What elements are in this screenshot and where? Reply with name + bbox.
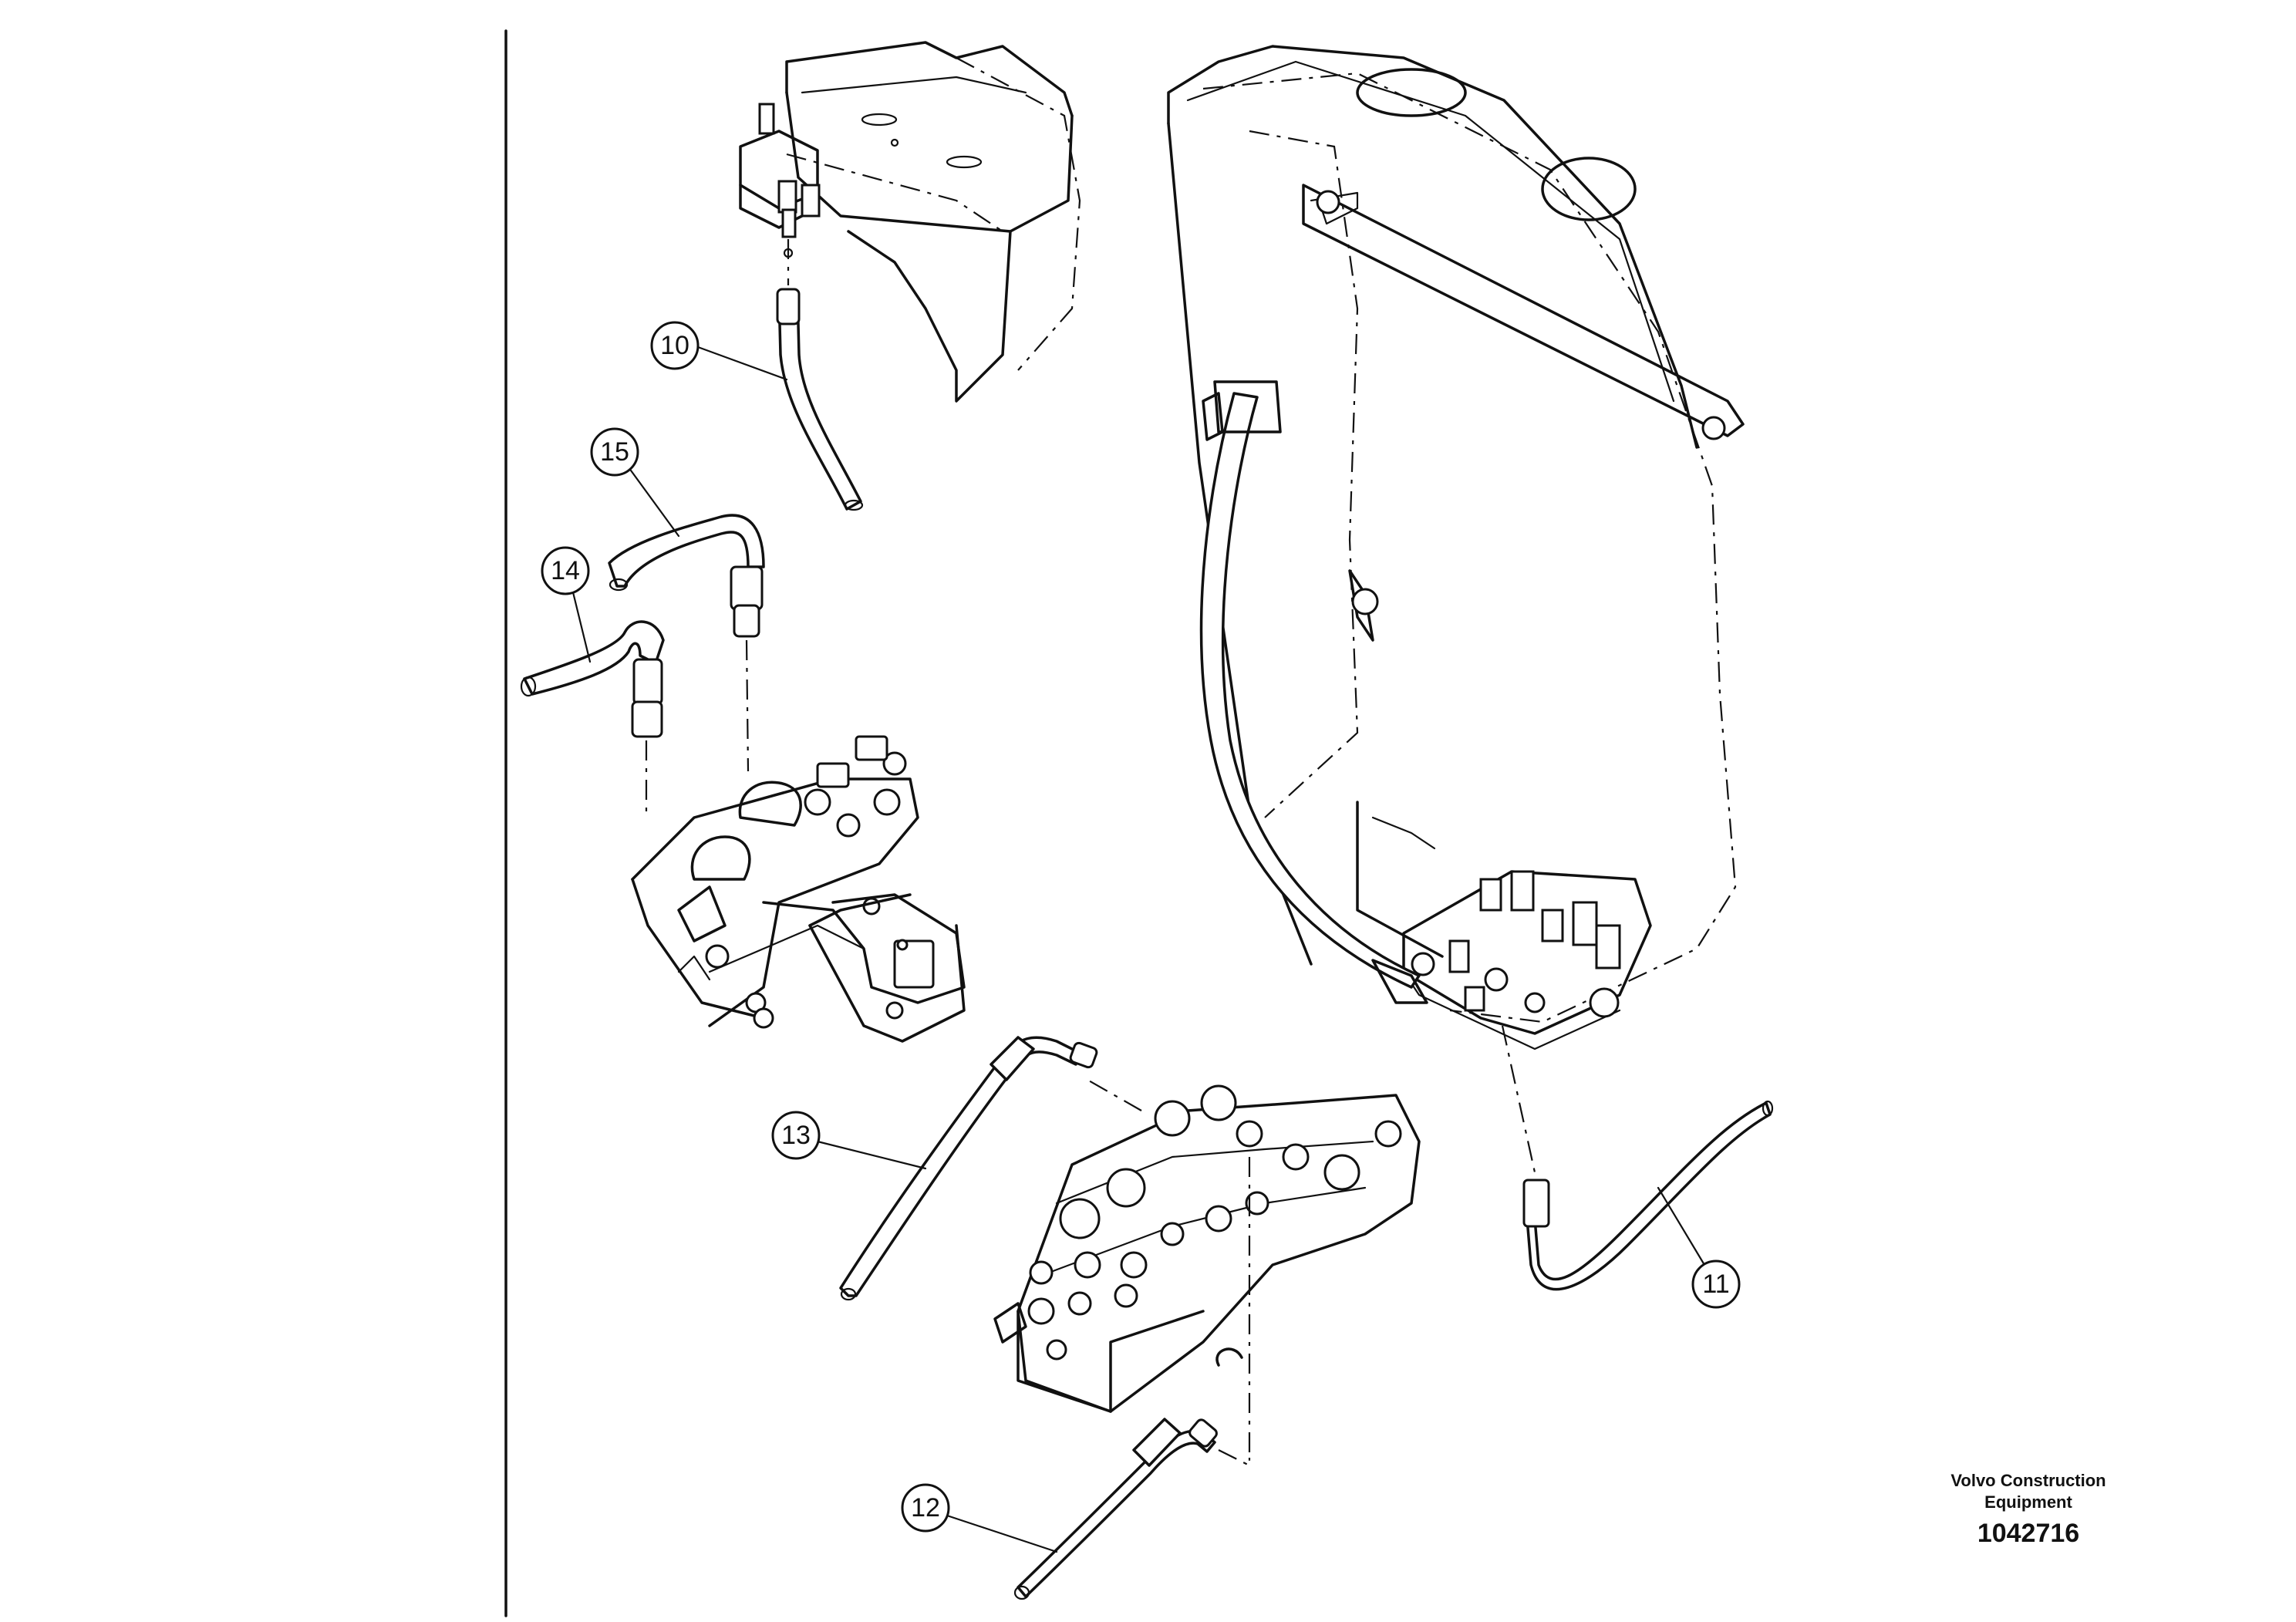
company-name-line1: Volvo Construction	[1950, 1471, 2106, 1490]
callout-12: 12	[901, 1483, 1058, 1553]
hose-13	[839, 1036, 1098, 1301]
callout-12-label: 12	[911, 1493, 940, 1523]
callout-13-label: 13	[781, 1121, 811, 1150]
hose-15	[608, 514, 765, 772]
callout-10: 10	[650, 321, 788, 381]
company-name-line2: Equipment	[1984, 1492, 2072, 1512]
drawing-number: 1042716	[1977, 1519, 2080, 1548]
hose-10	[776, 288, 864, 511]
hose-11	[1501, 1025, 1774, 1291]
callout-15: 15	[590, 427, 680, 538]
valve-block-bottom	[993, 1079, 1421, 1458]
valve-block-left	[631, 735, 966, 1043]
title-block: Volvo Construction Equipment 1042716	[1897, 1470, 2159, 1550]
callout-10-label: 10	[660, 331, 689, 360]
callout-13: 13	[771, 1111, 927, 1170]
callout-14-label: 14	[551, 556, 580, 585]
callout-11-label: 11	[1702, 1270, 1729, 1299]
valve-bracket-assembly-top	[739, 41, 1081, 403]
callout-15-label: 15	[600, 437, 629, 467]
hose-14	[520, 620, 665, 818]
callout-11: 11	[1657, 1186, 1741, 1309]
hydraulic-tank-assembly	[1167, 45, 1745, 1050]
hose-12	[1013, 1418, 1251, 1600]
callout-14: 14	[541, 546, 592, 663]
